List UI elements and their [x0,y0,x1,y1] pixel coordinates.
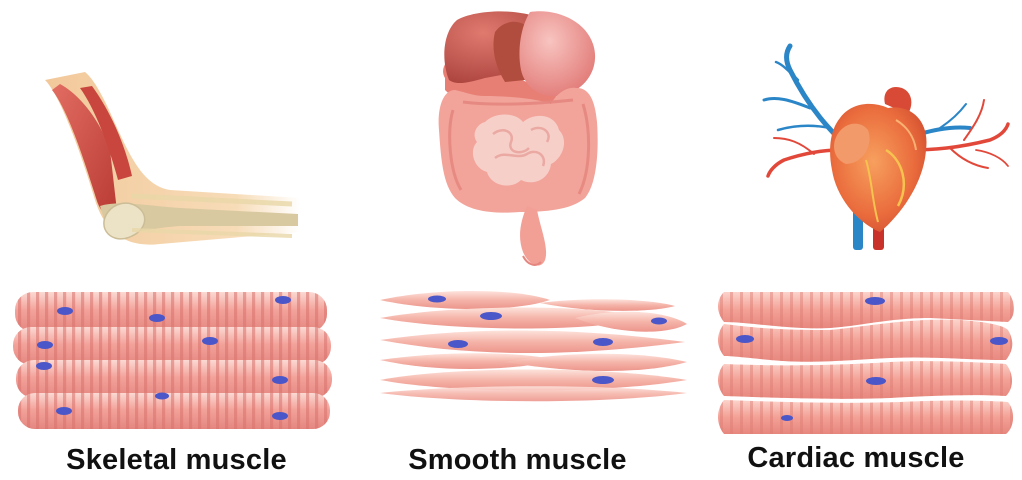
cardiac-muscle-panel: Cardiac muscle [690,0,1022,480]
nucleus [428,296,446,303]
nucleus [272,376,288,384]
smooth-cell [575,312,687,332]
digestive-system-illustration [439,11,598,265]
skeletal-fiber [15,292,327,332]
nucleus [736,335,754,343]
nucleus [272,412,288,420]
cardiac-illustration [690,0,1022,440]
cardiac-fiber [718,400,1013,434]
cardiac-muscle-label: Cardiac muscle [690,442,1022,475]
smooth-cell [380,331,685,354]
skeletal-muscle-label: Skeletal muscle [4,444,349,477]
nucleus [592,376,614,384]
skeletal-fiber [16,360,332,398]
nucleus [149,314,165,322]
nucleus [448,340,468,348]
nucleus [155,393,169,400]
nucleus [275,296,291,304]
smooth-cell [380,386,687,401]
nucleus [866,377,886,385]
nucleus [480,312,502,320]
skeletal-fibers [13,292,332,429]
cardiac-fibers [718,292,1014,434]
smooth-cells [380,291,687,401]
cardiac-fiber [718,320,1012,362]
skeletal-fiber [18,393,330,430]
cardiac-fiber [718,361,1012,399]
smooth-muscle-panel: Smooth muscle [345,0,690,480]
skeletal-muscle-panel: Skeletal muscle [0,0,345,480]
smooth-muscle-label: Smooth muscle [345,444,690,477]
nucleus [56,407,72,415]
nucleus [651,318,667,325]
nucleus [593,338,613,346]
nucleus [202,337,218,345]
nucleus [57,307,73,315]
skeletal-illustration [0,0,345,440]
smooth-illustration [345,0,690,440]
nucleus [36,362,52,370]
skeletal-fiber [13,327,331,365]
nucleus [990,337,1008,345]
smooth-cell [380,291,550,309]
nucleus [37,341,53,349]
heart-illustration [764,46,1008,250]
elbow-arm-illustration [45,72,300,245]
nucleus [781,415,793,421]
nucleus [865,297,885,305]
